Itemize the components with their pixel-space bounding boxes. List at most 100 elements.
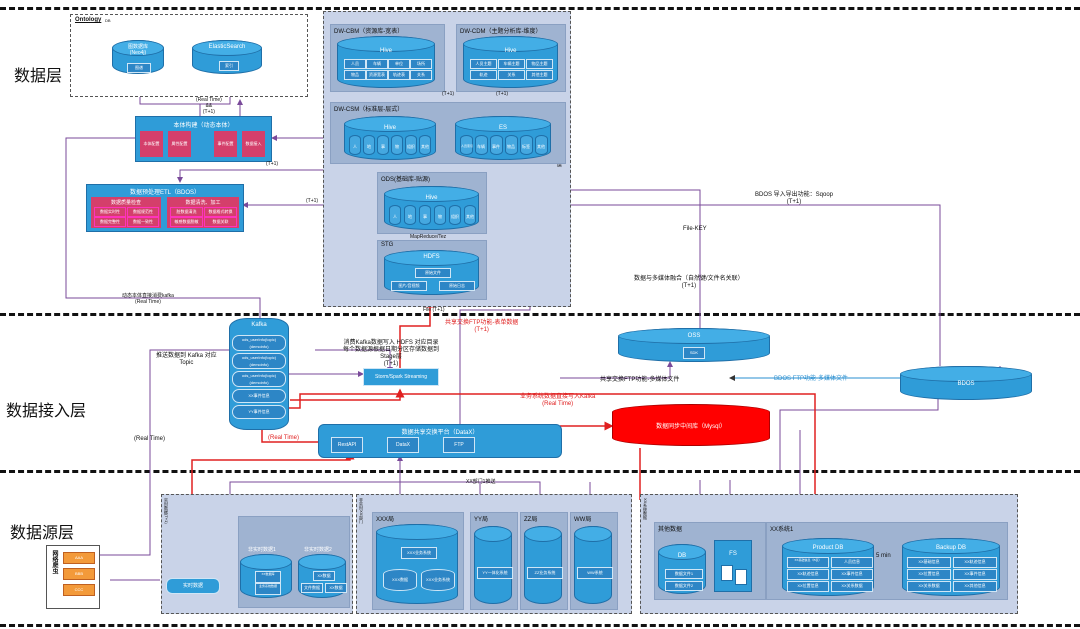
label-rt-t1: (Real Time) && (T+1) [196,97,222,115]
product-item-3: XX轨迹信息 [787,569,829,580]
ontology-build-item-3: 事件配置 [214,131,237,157]
dw-ods-item-5-label: 组织 [451,214,459,219]
dw-csm-title: DW-CSM（标准层-层式） [334,107,404,113]
dw-csm-es-item-3-label: 事件 [492,144,500,149]
crawler-box: 网络爬虫 AAA BBB CCC [46,545,100,609]
ontology-build-item-2: 属性配置 [168,131,191,157]
etl-q-2: 数据规范性 [127,207,159,217]
file-icon-1 [721,565,733,581]
layer-label-data: 数据层 [14,66,63,85]
label-biz-kafka: 业务系统数据直接写入Kafka (Real Time) [520,394,596,407]
source-nonrt1-item-2: 业务系统数据 [255,583,281,595]
kafka-topic-5: YY事件信息 [232,405,286,419]
dw-cdm-item-1: 人员主题 [470,59,497,69]
etl-quality-panel: 数据质量检查 数据实时性 数据规范性 数据完整性 数据一致性 [91,197,161,228]
dw-cbm-item-8: 关系 [410,70,432,80]
product-item-5: XX位置信息 [787,581,829,592]
dw-ods-hive: Hive 人 地 事 物 组织 其他 [384,186,479,230]
dw-csm-hive-item-2-label: 地 [367,144,371,149]
kafka-topic-1: ods_userInfo(topic) (demoinfo) [232,335,286,351]
source-ww-cyl: WW系统 [574,526,613,604]
label-t1-ontology: (T+1) [266,161,279,167]
oss-sdk: SDK [683,347,705,359]
etl-c-1: 脏数据清洗 [170,207,203,217]
graph-db-inner: 图谱 [127,63,151,73]
dw-csm-hive-item-1-label: 人 [353,144,357,149]
dw-csm-hive-item-6-label: 其他 [421,144,429,149]
dw-stg-item-2: 图片/音视频 [391,281,427,291]
source-yy-cyl: YY一体化系统 [474,526,513,604]
label-file-t1: File (T+1) [423,307,445,313]
ontology-build-item-1: 本体配置 [140,131,163,157]
dw-ods-item-4-label: 物 [438,214,442,219]
source-xxx-item-2: XXX数据 [383,569,417,591]
dw-cbm-hive-label: Hive [379,48,392,54]
dw-cbm-item-1: 人员 [344,59,366,69]
dw-stg-item-3: 原始日志 [439,281,475,291]
elasticsearch-cylinder: ElasticSearch 索引 [192,40,262,74]
label-t1-etl: (T+1) [306,198,319,204]
dw-csm-es-item-2-label: 车辆 [477,144,485,149]
dw-cdm-title: DW-CDM（主题分析库-维度） [460,29,542,35]
dw-csm-es-item-5-label: 标签 [522,144,530,149]
source-nonrt2-item-2: 文件数据 [301,583,323,593]
product-item-2: 人员信息 [831,557,873,568]
source-db-item-2: 数据文件2 [665,581,703,591]
source-zz-cyl: ZZ业务系统 [524,526,563,604]
dw-csm-es-item-4-label: 物品 [507,144,515,149]
product-item-1: XX基础信息（B表） [787,557,829,568]
dw-csm-hive-item-2: 地 [363,135,375,155]
etl-title: 数据预处理ETL（BDOS） [129,190,200,196]
product-item-6: XX关系数据 [831,581,873,592]
crawler-ccc: CCC [63,584,95,596]
datax-ftp: FTP [443,437,475,453]
source-realtime: 实时数据 [166,578,220,594]
source-yy-title: YY局 [474,517,489,523]
etl-q-3: 数据完整性 [94,217,126,227]
layer-label-source: 数据源层 [10,523,75,542]
etl-q-1: 数据实时性 [94,207,126,217]
dw-cbm-title: DW-CBM（资源库-宽表） [334,29,404,35]
label-ftp-media: 共享交换FTP功能-多媒体文件 [600,377,680,383]
source-fs-label: FS [729,551,737,557]
datax-title: 数据共享交换平台（DataX） [401,430,479,436]
kafka-topic-2: ods_userInfo(topic) (demoinfo) [232,353,286,369]
graph-db-cylinder: 图数据库 (Neo4j) 图谱 [112,40,164,74]
elasticsearch-label: ElasticSearch [208,44,246,50]
source-c-vlabel: XX系统数据 [643,498,648,520]
layer-divider-bottom [0,624,1080,627]
dw-cbm-item-3: 单位 [388,59,410,69]
backup-item-2: XX轨迹信息 [953,557,997,568]
source-yy-item: YY一体化系统 [477,567,513,579]
dw-csm-es-item-2: 车辆 [475,135,488,155]
kafka-block: Kafka ods_userInfo(topic) (demoinfo) ods… [229,318,289,430]
dw-stg-hdfs-label: HDFS [423,254,440,260]
layer-divider-top [0,7,1080,10]
backup-item-6: XX其他信息 [953,581,997,592]
datax-datax: DataX [387,437,419,453]
dw-csm-es-item-5: 标签 [520,135,533,155]
dw-csm-es-label: ES [498,125,507,131]
label-realtime-left: (Real Time) [134,436,166,442]
source-product-label: Product DB [812,545,844,551]
etl-box: 数据预处理ETL（BDOS） 数据质量检查 数据实时性 数据规范性 数据完整性 … [86,184,244,232]
ontology-build-title: 本体构建（动态本体） [173,123,234,129]
label-ftp-table: 共享交换FTP功能-表单数据 (T+1) [445,320,519,333]
source-sys1-title: XX系统1 [770,527,794,533]
source-other-title: 其他数据 [658,527,683,533]
dw-stg-item-1: 原始文件 [415,268,451,278]
dw-ods-item-2: 地 [404,205,416,225]
dw-csm-es-item-3: 事件 [490,135,503,155]
dw-csm-es-item-1: 人员索引 [460,135,473,155]
label-merge: 数据与多媒体融合（自然键/文件名关联） (T+1) [634,276,744,289]
datax-platform: 数据共享交换平台（DataX） RestAPI DataX FTP [318,424,562,458]
label-bdos-export: BDOS 导入导出功能：Sqoop (T+1) [755,192,834,205]
dw-cdm-item-2: 车辆主题 [498,59,525,69]
dw-ods-item-6-label: 其他 [466,214,474,219]
dw-csm-es-item-1-label: 人员索引 [461,144,474,148]
dw-csm-es-item-4: 物品 [505,135,518,155]
graph-db-label: 图数据库 (Neo4j) [127,44,148,56]
kafka-title: Kafka [251,322,267,328]
oss-label: OSS [687,333,701,339]
